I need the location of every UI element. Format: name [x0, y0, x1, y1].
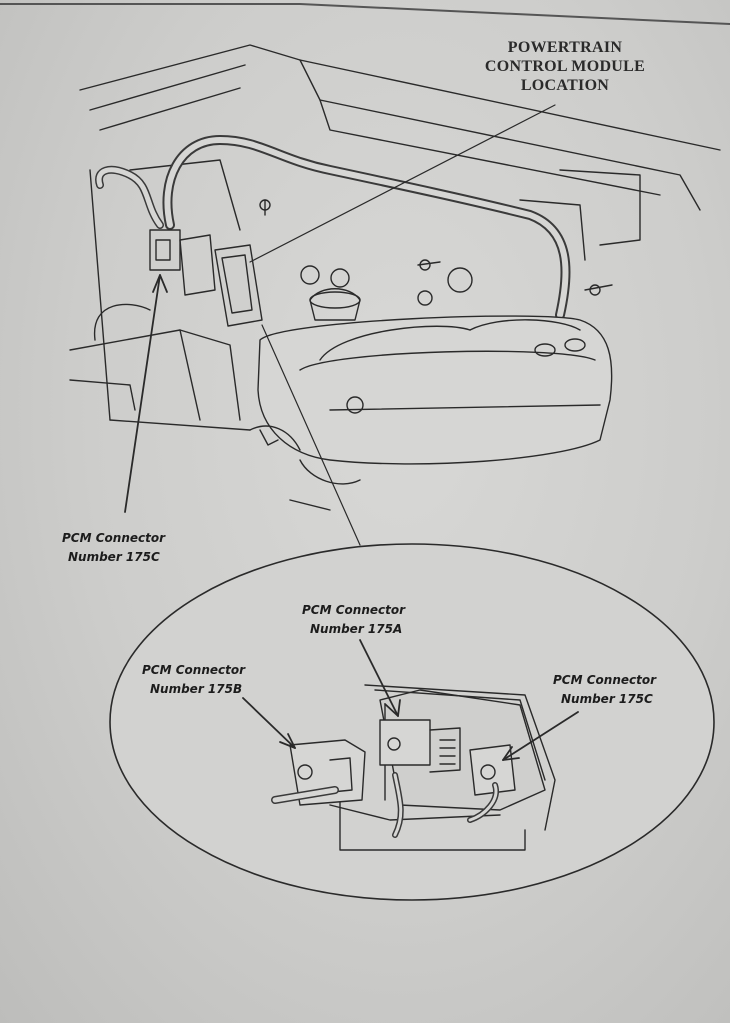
label-line: Number 175C: [68, 550, 160, 564]
title-line-2: CONTROL MODULE: [484, 58, 646, 75]
title-line-1: POWERTRAIN: [507, 39, 623, 56]
label-line: PCM Connector: [553, 673, 657, 687]
label-line: PCM Connector: [62, 531, 166, 545]
label-line: PCM Connector: [142, 663, 246, 677]
label-pcm-connector-175c-top: PCM Connector Number 175C: [62, 529, 165, 567]
label-line: PCM Connector: [302, 603, 406, 617]
diagram-title: POWERTRAIN CONTROL MODULE LOCATION: [470, 38, 660, 95]
label-pcm-connector-175c-detail: PCM Connector Number 175C: [553, 671, 656, 709]
label-line: Number 175A: [310, 622, 403, 636]
label-line: Number 175B: [150, 682, 243, 696]
label-pcm-connector-175b: PCM Connector Number 175B: [142, 661, 245, 699]
title-line-3: LOCATION: [520, 77, 610, 94]
label-pcm-connector-175a: PCM Connector Number 175A: [302, 601, 405, 639]
label-line: Number 175C: [561, 692, 653, 706]
